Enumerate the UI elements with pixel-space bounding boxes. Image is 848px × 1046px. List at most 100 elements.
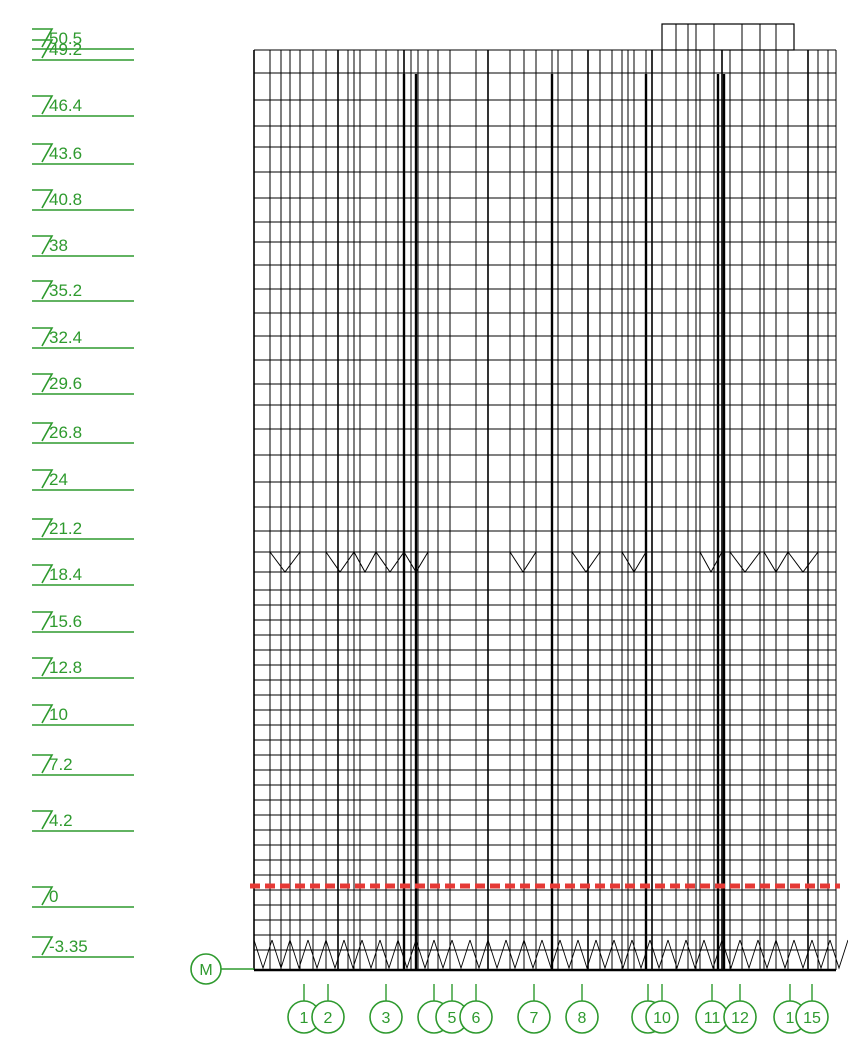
level-label: 10 (49, 705, 68, 724)
level-label: 49.2 (49, 40, 82, 59)
grid-bubble-icon (645, 1000, 679, 1034)
grid-axis-label: 10 (653, 1010, 671, 1027)
foundation-brace (271, 939, 291, 970)
level-marker-triangle-icon (32, 611, 54, 631)
level-marker: 49.2 (32, 39, 134, 61)
level-marker-triangle-icon (32, 422, 54, 442)
grid-axis-label: 7 (530, 1010, 539, 1027)
level-marker: 21.2 (32, 518, 134, 540)
level-marker: 43.6 (32, 143, 134, 165)
transfer-brace (375, 551, 405, 573)
axis-row-label: M (199, 962, 212, 979)
level-label: 40.8 (49, 190, 82, 209)
foundation-brace (775, 939, 795, 970)
foundation-brace (793, 939, 813, 970)
transfer-brace (763, 551, 789, 573)
level-marker-triangle-icon (32, 886, 54, 906)
foundation-brace (433, 939, 453, 970)
foundation-brace (379, 939, 399, 970)
level-marker: 46.4 (32, 95, 134, 117)
grid-axis: 15 (795, 984, 829, 1034)
grid-axis-label: 3 (382, 1010, 391, 1027)
foundation-brace (595, 939, 615, 970)
level-marker-triangle-icon (32, 810, 54, 830)
level-marker-triangle-icon (32, 28, 54, 48)
level-marker-triangle-icon (32, 189, 54, 209)
level-marker: -3.35 (32, 936, 134, 958)
grid-axis: 8 (565, 984, 599, 1034)
level-marker-triangle-icon (32, 95, 54, 115)
level-marker: 40.8 (32, 189, 134, 211)
transfer-brace (403, 551, 429, 573)
foundation-brace (613, 939, 633, 970)
grid-axis: 1 (287, 984, 321, 1034)
foundation-brace (343, 939, 363, 970)
level-marker-triangle-icon (32, 469, 54, 489)
level-marker: 24 (32, 469, 134, 491)
grid-axis-label: 2 (324, 1010, 333, 1027)
foundation-brace (631, 939, 651, 970)
grid-axis: 10 (645, 984, 679, 1034)
level-marker: 12.8 (32, 657, 134, 679)
level-marker-triangle-icon (32, 39, 54, 59)
grid-bubble-icon (369, 1000, 403, 1034)
foundation-brace (667, 939, 687, 970)
grid-bubble-icon (517, 1000, 551, 1034)
level-label: 35.2 (49, 281, 82, 300)
building-frame (250, 23, 848, 972)
foundation-brace (451, 939, 471, 970)
transfer-brace (729, 551, 761, 573)
foundation-brace (307, 939, 327, 970)
foundation-brace (415, 939, 435, 970)
grid-bubble-icon (311, 1000, 345, 1034)
transfer-brace (621, 551, 647, 573)
level-label: 43.6 (49, 144, 82, 163)
foundation-brace (721, 939, 741, 970)
grid-axis-label: 1 (786, 1010, 795, 1027)
foundation-brace (559, 939, 579, 970)
foundation-brace (649, 939, 669, 970)
level-label: 0 (49, 887, 58, 906)
level-marker: 29.6 (32, 373, 134, 395)
transfer-brace (325, 551, 355, 573)
level-label: -3.35 (49, 937, 88, 956)
level-marker: 7.2 (32, 754, 134, 776)
level-label: 24 (49, 470, 68, 489)
grid-bubble-icon (795, 1000, 829, 1034)
transfer-brace (787, 551, 819, 573)
level-label: 50.5 (49, 29, 82, 48)
foundation-brace (541, 939, 561, 970)
grid-axis-label: 11 (704, 1010, 721, 1027)
foundation-brace (253, 939, 273, 970)
level-marker-triangle-icon (32, 235, 54, 255)
level-marker: 10 (32, 704, 134, 726)
level-marker: 0 (32, 886, 134, 908)
grid-axis-label: 15 (803, 1010, 821, 1027)
level-label: 29.6 (49, 374, 82, 393)
level-label: 21.2 (49, 519, 82, 538)
level-label: 26.8 (49, 423, 82, 442)
level-marker: 18.4 (32, 564, 134, 586)
level-label: 32.4 (49, 328, 82, 347)
level-marker: 4.2 (32, 810, 134, 832)
penthouse-outline (661, 23, 795, 51)
grid-axis-label: 12 (731, 1010, 749, 1027)
level-marker-triangle-icon (32, 564, 54, 584)
grid-axis-label: 5 (448, 1010, 457, 1027)
grid-bubble-icon (459, 1000, 493, 1034)
level-label: 46.4 (49, 96, 82, 115)
grid-axis-label: 8 (578, 1010, 587, 1027)
grid-axis: 3 (369, 984, 403, 1034)
grid-axis: 11 (695, 984, 729, 1034)
level-label: 15.6 (49, 612, 82, 631)
level-marker-triangle-icon (32, 518, 54, 538)
grid-axis: 12 (723, 984, 757, 1034)
transfer-brace (269, 551, 301, 573)
level-marker-triangle-icon (32, 373, 54, 393)
foundation-brace (685, 939, 705, 970)
foundation-brace (325, 939, 345, 970)
level-label: 7.2 (49, 755, 73, 774)
grid-axis: 7 (517, 984, 551, 1034)
transfer-brace (571, 551, 601, 573)
